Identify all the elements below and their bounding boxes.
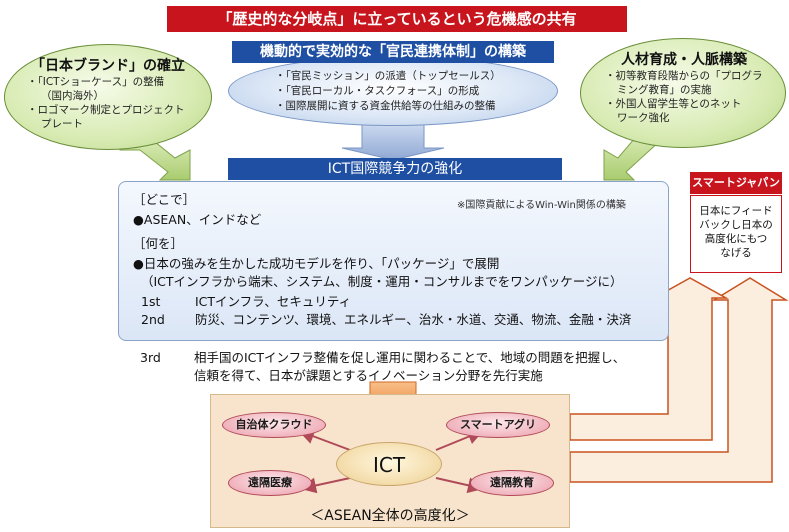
smart-japan-header: スマートジャパン (690, 172, 782, 194)
arrow-to-cloud (298, 428, 351, 451)
asean-caption: ＜ASEAN全体の高度化＞ (310, 508, 470, 524)
what-line: ●日本の強みを生かした成功モデルを作り、「パッケージ」で展開 (133, 256, 500, 271)
talent-ellipse: 人材育成・人脈構築 ・初等教育段階からの「プログラ ミング教育」の実施 ・外国人… (580, 38, 786, 148)
brand-item: ・ロゴマーク制定とプロジェクト (27, 104, 185, 116)
win-win-note: ※国際貢献によるWin-Win関係の構築 (457, 200, 626, 211)
return-arrow-inner-band (569, 277, 729, 441)
education-pill: 遠隔教育 (470, 470, 554, 496)
talent-item: ・初等教育段階からの「プログラ (605, 70, 763, 82)
smart-japan-line: 高度化にもつ (704, 233, 768, 245)
smart-japan-box: 日本にフィード バックし日本の 高度化にもつ なげる (690, 195, 782, 273)
where-text: ●ASEAN、インドなど (133, 212, 262, 227)
partnership-header: 機動的で実効的な「官民連携体制」の構築 (232, 41, 554, 63)
brand-item: プレート (41, 118, 83, 130)
left-arrow (119, 137, 191, 181)
partnership-ellipse: ・「官民ミッション」の派遣（トップセールス） ・「官民ローカル・タスクフォース」… (228, 56, 558, 126)
smart-japan-line: 日本にフィード (699, 205, 773, 217)
step2-text: 防災、コンテンツ、環境、エネルギー、治水・水道、交通、物流、金融・決済 (195, 312, 632, 327)
talent-item: ・外国人留学生等とのネット (605, 98, 742, 110)
step3-label: 3rd (140, 350, 161, 365)
main-box: ［どこで］ ※国際貢献によるWin-Win関係の構築 ●ASEAN、インドなど … (118, 181, 669, 341)
brand-title: 「日本ブランド」の確立 (31, 58, 185, 74)
cloud-pill: 自治体クラウド (222, 412, 326, 438)
what-label: ［何を］ (133, 236, 184, 251)
what-line: （ICTインフラから端末、システム、制度・運用・コンサルまでをワンパッケージに） (141, 274, 623, 289)
step1-label: 1st (141, 294, 161, 309)
step1-text: ICTインフラ、セキュリティ (195, 294, 352, 309)
brand-item: ・「ICTショーケース」の整備 (27, 76, 165, 88)
return-arrow-outer (569, 277, 789, 483)
agri-pill: スマートアグリ (446, 412, 550, 438)
where-label: ［どこで］ (133, 192, 196, 207)
center-arrow (341, 121, 445, 161)
step3-line: 信頼を得て、日本が課題とするイノベーション分野を先行実施 (194, 368, 543, 383)
medical-pill: 遠隔医療 (228, 470, 312, 496)
arrow-to-medical (300, 477, 351, 494)
step2-label: 2nd (141, 312, 165, 327)
ict-header: ICT国際競争力の強化 (228, 158, 562, 180)
talent-title: 人材育成・人脈構築 (621, 52, 747, 68)
partnership-item: ・国際展開に資する資金供給等の仕組みの整備 (275, 100, 496, 112)
brand-item: （国内海外） (41, 90, 104, 102)
talent-item: ワーク強化 (617, 112, 670, 124)
smart-japan-line: バックし日本の (699, 219, 773, 231)
brand-ellipse: 「日本ブランド」の確立 ・「ICTショーケース」の整備 （国内海外） ・ロゴマー… (4, 44, 212, 150)
talent-item: ミング教育」の実施 (617, 84, 712, 96)
partnership-item: ・「官民ローカル・タスクフォース」の形成 (275, 85, 480, 97)
smart-japan-line: なげる (720, 247, 752, 259)
step3-line: 相手国のICTインフラ整備を促し運用に関わることで、地域の問題を把握し、 (194, 350, 626, 365)
ict-oval: ICT (336, 442, 442, 486)
top-banner: 「歴史的な分岐点」に立っているという危機感の共有 (167, 6, 627, 32)
partnership-item: ・「官民ミッション」の派遣（トップセールス） (275, 70, 501, 82)
